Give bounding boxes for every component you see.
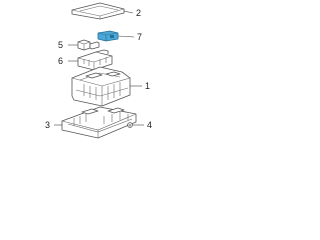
fastener-part	[127, 122, 133, 128]
callout-2: 2	[136, 8, 141, 18]
callout-6: 6	[58, 56, 63, 66]
leader-line-2	[123, 10, 134, 14]
top-cover-part	[71, 2, 125, 20]
fuse-box-exploded-view: 2 7 5 6 1 3 4	[45, 2, 152, 139]
callout-3: 3	[45, 120, 50, 130]
callout-7: 7	[137, 32, 142, 42]
relay-carrier-part	[77, 49, 113, 71]
small-fuse-part	[77, 39, 100, 51]
parts-diagram: 2 7 5 6 1 3 4	[0, 0, 200, 147]
callout-4: 4	[147, 120, 152, 130]
callout-5: 5	[58, 40, 63, 50]
fuse-box-housing-part	[71, 66, 131, 107]
leader-line-7	[117, 35, 135, 38]
highlighted-relay-part	[97, 30, 119, 42]
callout-1: 1	[145, 81, 150, 91]
base-tray-part	[61, 106, 137, 139]
